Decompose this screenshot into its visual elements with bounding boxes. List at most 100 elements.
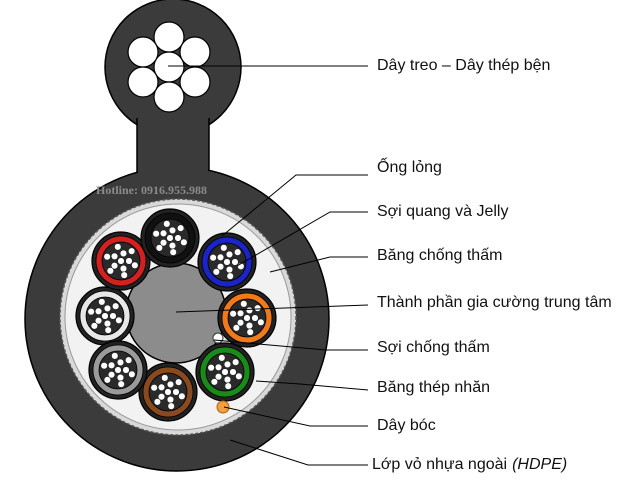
water-block-yarn xyxy=(212,332,224,344)
fiber xyxy=(160,229,168,237)
fiber xyxy=(166,234,174,242)
fiber xyxy=(103,253,111,261)
fiber xyxy=(257,318,265,326)
loose-tube xyxy=(140,208,200,268)
label-corrugated-steel-tape: Băng thép nhăn xyxy=(377,379,490,396)
label-fiber-jelly: Sợi quang và Jelly xyxy=(377,203,508,220)
fiber xyxy=(225,266,233,274)
fiber xyxy=(95,317,103,325)
fiber xyxy=(100,362,108,370)
fiber xyxy=(221,368,229,376)
loose-tube xyxy=(195,342,255,402)
loose-tube xyxy=(217,288,277,348)
fiber xyxy=(116,358,124,366)
label-water-block-yarn: Sợi chống thấm xyxy=(377,339,490,356)
label-messenger: Dây treo – Dây thép bện xyxy=(377,57,550,74)
leader-ripcord xyxy=(223,406,368,427)
steel-strands xyxy=(127,21,211,113)
fiber xyxy=(108,371,116,379)
fiber xyxy=(215,373,223,381)
fiber xyxy=(166,380,174,388)
fiber xyxy=(128,370,136,378)
fiber xyxy=(128,247,136,255)
fiber xyxy=(103,304,111,312)
fiber xyxy=(237,309,245,317)
fiber xyxy=(212,268,220,276)
fiber xyxy=(161,374,169,382)
label-ripcord: Dây bóc xyxy=(377,417,436,434)
leader-central xyxy=(175,304,369,313)
fiber xyxy=(229,310,237,318)
fiber xyxy=(226,272,234,280)
fiber xyxy=(155,244,163,252)
leader-loose-tube xyxy=(221,174,368,237)
fiber xyxy=(232,358,240,366)
loose-tube xyxy=(138,362,198,422)
leader-fiber xyxy=(236,211,368,267)
fiber xyxy=(114,243,122,251)
fiber xyxy=(160,239,168,247)
fiber xyxy=(180,238,188,246)
fiber xyxy=(111,252,119,260)
fiber xyxy=(153,398,161,406)
fiber xyxy=(103,376,111,384)
fiber xyxy=(174,234,182,242)
fiber xyxy=(223,376,231,384)
fiber xyxy=(245,306,253,314)
fiber xyxy=(131,261,139,269)
fiber xyxy=(103,320,111,328)
label-outer-sheath-suffix: (HDPE) xyxy=(512,456,567,473)
fiber xyxy=(117,380,125,388)
fiber xyxy=(177,224,185,232)
fiber xyxy=(167,402,175,410)
steel-strand xyxy=(127,66,159,98)
fiber xyxy=(112,302,120,310)
label-loose-tube: Ống lỏng xyxy=(377,156,442,176)
fiber xyxy=(117,257,125,265)
fiber xyxy=(207,364,215,372)
fiber xyxy=(119,265,127,273)
fiber xyxy=(106,267,114,275)
fiber xyxy=(90,322,98,330)
steel-strand xyxy=(153,81,185,113)
fiber xyxy=(119,249,127,257)
steel-strand xyxy=(153,51,185,83)
fiber xyxy=(125,356,133,364)
fiber xyxy=(152,230,160,238)
leader-sheath xyxy=(229,439,368,466)
fiber xyxy=(166,396,174,404)
fiber xyxy=(120,271,128,279)
fiber xyxy=(87,308,95,316)
steel-strand xyxy=(179,36,211,68)
steel-strand xyxy=(153,21,185,53)
label-central-strength: Thành phần gia cường trung tâm xyxy=(377,294,612,311)
fiber xyxy=(164,388,172,396)
fiber xyxy=(98,298,106,306)
fiber xyxy=(175,378,183,386)
fiber xyxy=(109,312,117,320)
fiber xyxy=(223,258,231,266)
loose-tube xyxy=(91,231,151,291)
fiber xyxy=(111,352,119,360)
loose-tube xyxy=(197,232,257,292)
fiber xyxy=(240,300,248,308)
fiber xyxy=(168,242,176,250)
label-outer-sheath-text: Lớp vỏ nhựa ngoài xyxy=(372,456,507,473)
fiber xyxy=(224,382,232,390)
fiber xyxy=(122,366,130,374)
fiber xyxy=(223,360,231,368)
fiber xyxy=(246,328,254,336)
leader-steel-tape xyxy=(255,380,369,391)
fiber xyxy=(111,262,119,270)
fiber xyxy=(150,384,158,392)
fiber xyxy=(125,257,133,265)
steel-strand xyxy=(179,66,211,98)
hotline-text: Hotline: 0916.955.988 xyxy=(96,183,207,197)
loose-tube xyxy=(75,286,135,346)
fiber xyxy=(215,363,223,371)
fiber xyxy=(115,316,123,324)
loose-tubes xyxy=(75,208,277,422)
fiber xyxy=(235,372,243,380)
